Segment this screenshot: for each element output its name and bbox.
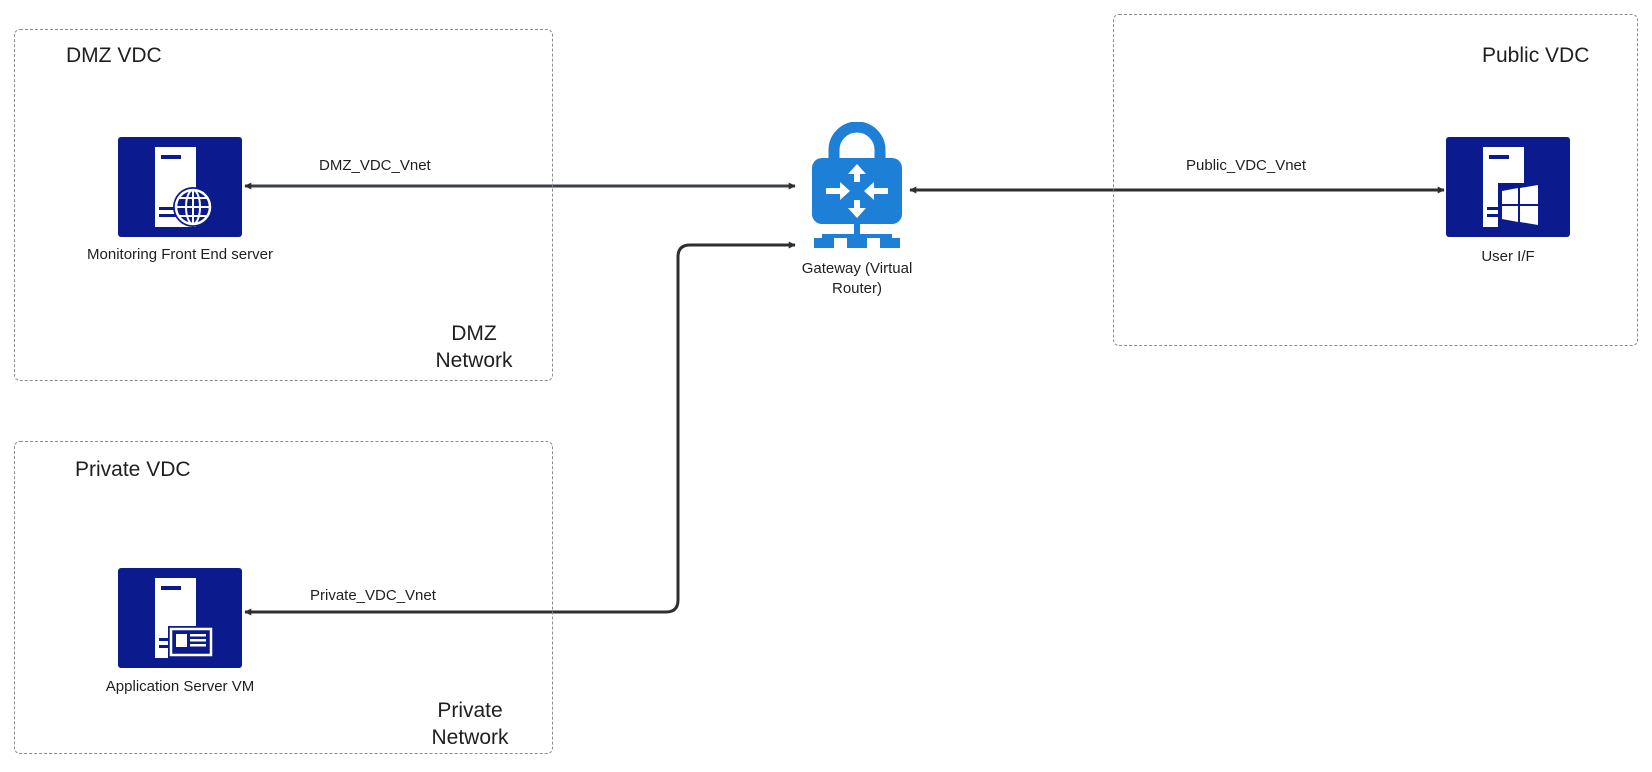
private-vnet-label: Private_VDC_Vnet [310,587,436,604]
user-if-label: User I/F [1481,248,1535,265]
public-vnet-label: Public_VDC_Vnet [1186,157,1307,174]
router-lock-icon [812,122,902,248]
monitoring-server-label: Monitoring Front End server [87,246,273,263]
windows-server-icon [1446,137,1570,237]
application-server-node[interactable] [118,568,242,668]
private-vdc-zone [14,441,553,754]
public-vdc-title: Public VDC [1482,44,1590,67]
private-vnet-connector[interactable] [244,241,796,616]
private-vdc-title: Private VDC [75,458,191,481]
monitoring-server-node[interactable] [118,137,242,237]
application-server-icon [118,568,242,668]
gateway-node[interactable] [812,122,902,252]
private-network-label: Private Network [431,699,509,749]
public-vdc-zone [1113,14,1638,346]
dmz-vdc-title: DMZ VDC [66,44,162,67]
dmz-network-label: DMZ Network [435,322,513,372]
dmz-vdc-zone [14,29,553,381]
gateway-label: Gateway (Virtual Router) [801,260,913,297]
web-server-icon [118,137,242,237]
application-server-label: Application Server VM [105,678,255,695]
user-if-node[interactable] [1446,137,1570,237]
dmz-vnet-label: DMZ_VDC_Vnet [319,157,431,174]
